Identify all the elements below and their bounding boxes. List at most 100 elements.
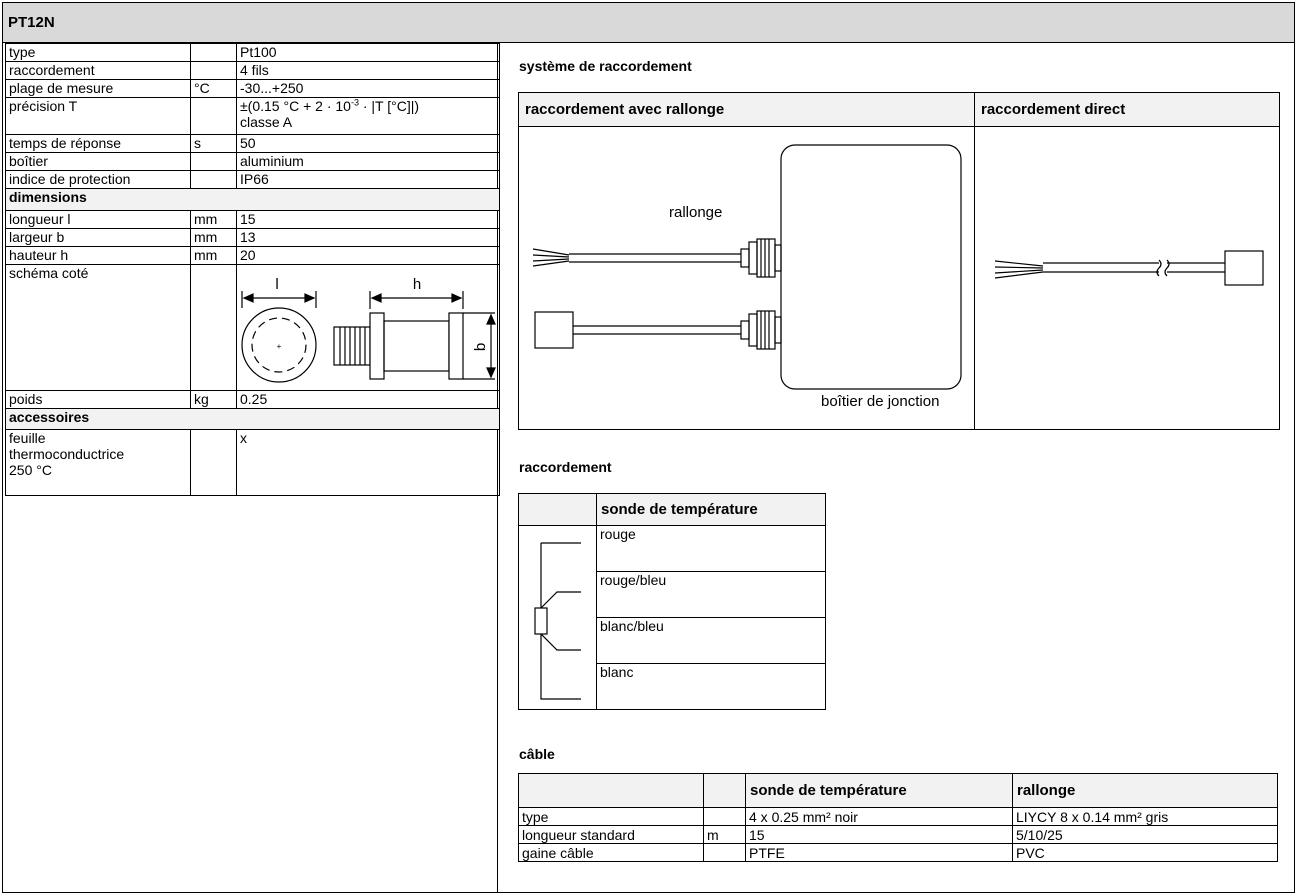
spec-label: poids <box>5 390 191 409</box>
cable-ext: LIYCY 8 x 0.14 mm² gris <box>1012 807 1278 826</box>
spec-label: temps de réponse <box>5 134 191 153</box>
wiring-table: sonde de température rouge rouge/bleu bl… <box>518 493 826 710</box>
accessory-line: 250 °C <box>9 462 52 478</box>
spec-row: précision T ±(0.15 °C + 2 · 10-3 · |T [°… <box>5 97 500 135</box>
section-heading-row: accessoires <box>5 408 500 430</box>
junction-box-label: boîtier de jonction <box>821 393 939 410</box>
spec-value: aluminium <box>236 152 500 171</box>
direct-diagram-cell <box>974 126 1280 430</box>
cable-probe: 15 <box>745 825 1013 844</box>
wiring-column-header: sonde de température <box>596 493 826 526</box>
spec-value: Pt100 <box>236 43 500 62</box>
section-heading-row: dimensions <box>5 188 500 211</box>
front-view-inner-circle <box>251 317 307 373</box>
height-label: h <box>413 276 421 293</box>
extension-diagram-cell: rallonge boîtier de jonction <box>518 126 975 430</box>
junction-box <box>780 144 962 390</box>
accuracy-formula: ±(0.15 °C + 2 · 10 <box>240 98 351 115</box>
cable-col-unit <box>703 773 746 808</box>
wire-color: blanc/bleu <box>596 617 826 664</box>
spec-unit: kg <box>190 390 237 409</box>
wire-color: blanc <box>596 663 826 710</box>
spec-label: indice de protection <box>5 170 191 189</box>
spec-unit <box>190 170 237 189</box>
side-view-flange-2 <box>448 312 464 380</box>
spec-row: indice de protection IP66 <box>5 170 500 189</box>
svg-text:+: + <box>277 342 282 351</box>
accuracy-formula-end: · |T [°C]|) <box>358 98 420 115</box>
accessory-line: feuille <box>9 430 46 447</box>
cable-probe: PTFE <box>745 843 1013 862</box>
spec-value: ±(0.15 °C + 2 · 10-3 · |T [°C]|) classe A <box>236 97 500 135</box>
spec-row: raccordement 4 fils <box>5 61 500 80</box>
spec-label: schéma coté <box>5 264 191 391</box>
cable-col-extension: rallonge <box>1012 773 1278 808</box>
wire-color: rouge <box>596 525 826 572</box>
spec-row: plage de mesure°C-30...+250 <box>5 79 500 98</box>
cable-unit <box>703 807 746 826</box>
spec-label: largeur b <box>5 228 191 247</box>
cable-label: longueur standard <box>518 825 704 844</box>
cable-col-label <box>518 773 704 808</box>
spec-row: boîtier aluminium <box>5 152 500 171</box>
spec-unit: °C <box>190 79 237 98</box>
spec-unit: mm <box>190 246 237 265</box>
page-title: PT12N <box>2 2 1295 43</box>
extension-label: rallonge <box>669 204 722 221</box>
spec-value: IP66 <box>236 170 500 189</box>
front-view-circle <box>241 307 317 383</box>
col-direct: raccordement direct <box>974 92 1280 127</box>
dimension-drawing-cell: l h b + <box>236 264 500 391</box>
spec-value: 15 <box>236 210 500 229</box>
cable-probe: 4 x 0.25 mm² noir <box>745 807 1013 826</box>
spec-label: précision T <box>5 97 191 135</box>
direct-diagram <box>994 250 1264 286</box>
spec-label: raccordement <box>5 61 191 80</box>
wiring-corner <box>518 493 597 526</box>
cable-unit <box>703 843 746 862</box>
cable-ext: PVC <box>1012 843 1278 862</box>
wire-color: rouge/bleu <box>596 571 826 618</box>
spec-unit <box>190 61 237 80</box>
cable-label: type <box>518 807 704 826</box>
spec-unit: mm <box>190 228 237 247</box>
spec-label: longueur l <box>5 210 191 229</box>
cable-label: gaine câble <box>518 843 704 862</box>
spec-value: 13 <box>236 228 500 247</box>
cable-unit: m <box>703 825 746 844</box>
spec-label: hauteur h <box>5 246 191 265</box>
cable-col-probe: sonde de température <box>745 773 1013 808</box>
spec-unit: s <box>190 134 237 153</box>
wire-ends-icon <box>994 260 1044 279</box>
spec-unit: mm <box>190 210 237 229</box>
resistor-symbol-cell <box>518 525 597 710</box>
accessory-value: x <box>236 429 500 496</box>
wiring-heading: raccordement <box>519 459 612 475</box>
width-label: b <box>472 343 489 351</box>
spec-unit <box>190 264 237 391</box>
spec-unit <box>190 429 237 496</box>
side-view-flange <box>369 312 385 380</box>
spec-label: boîtier <box>5 152 191 171</box>
length-label: l <box>275 276 278 293</box>
spec-unit <box>190 43 237 62</box>
spec-value: 4 fils <box>236 61 500 80</box>
spec-value: -30...+250 <box>236 79 500 98</box>
accuracy-exponent: -3 <box>350 97 359 108</box>
extension-diagram: rallonge boîtier de jonction <box>532 144 962 410</box>
probe-block <box>1224 250 1264 286</box>
col-extension: raccordement avec rallonge <box>518 92 975 127</box>
spec-value: 50 <box>236 134 500 153</box>
accessories-heading: accessoires <box>5 408 500 430</box>
accuracy-class: classe A <box>240 114 293 130</box>
resistor-symbol <box>534 542 581 700</box>
